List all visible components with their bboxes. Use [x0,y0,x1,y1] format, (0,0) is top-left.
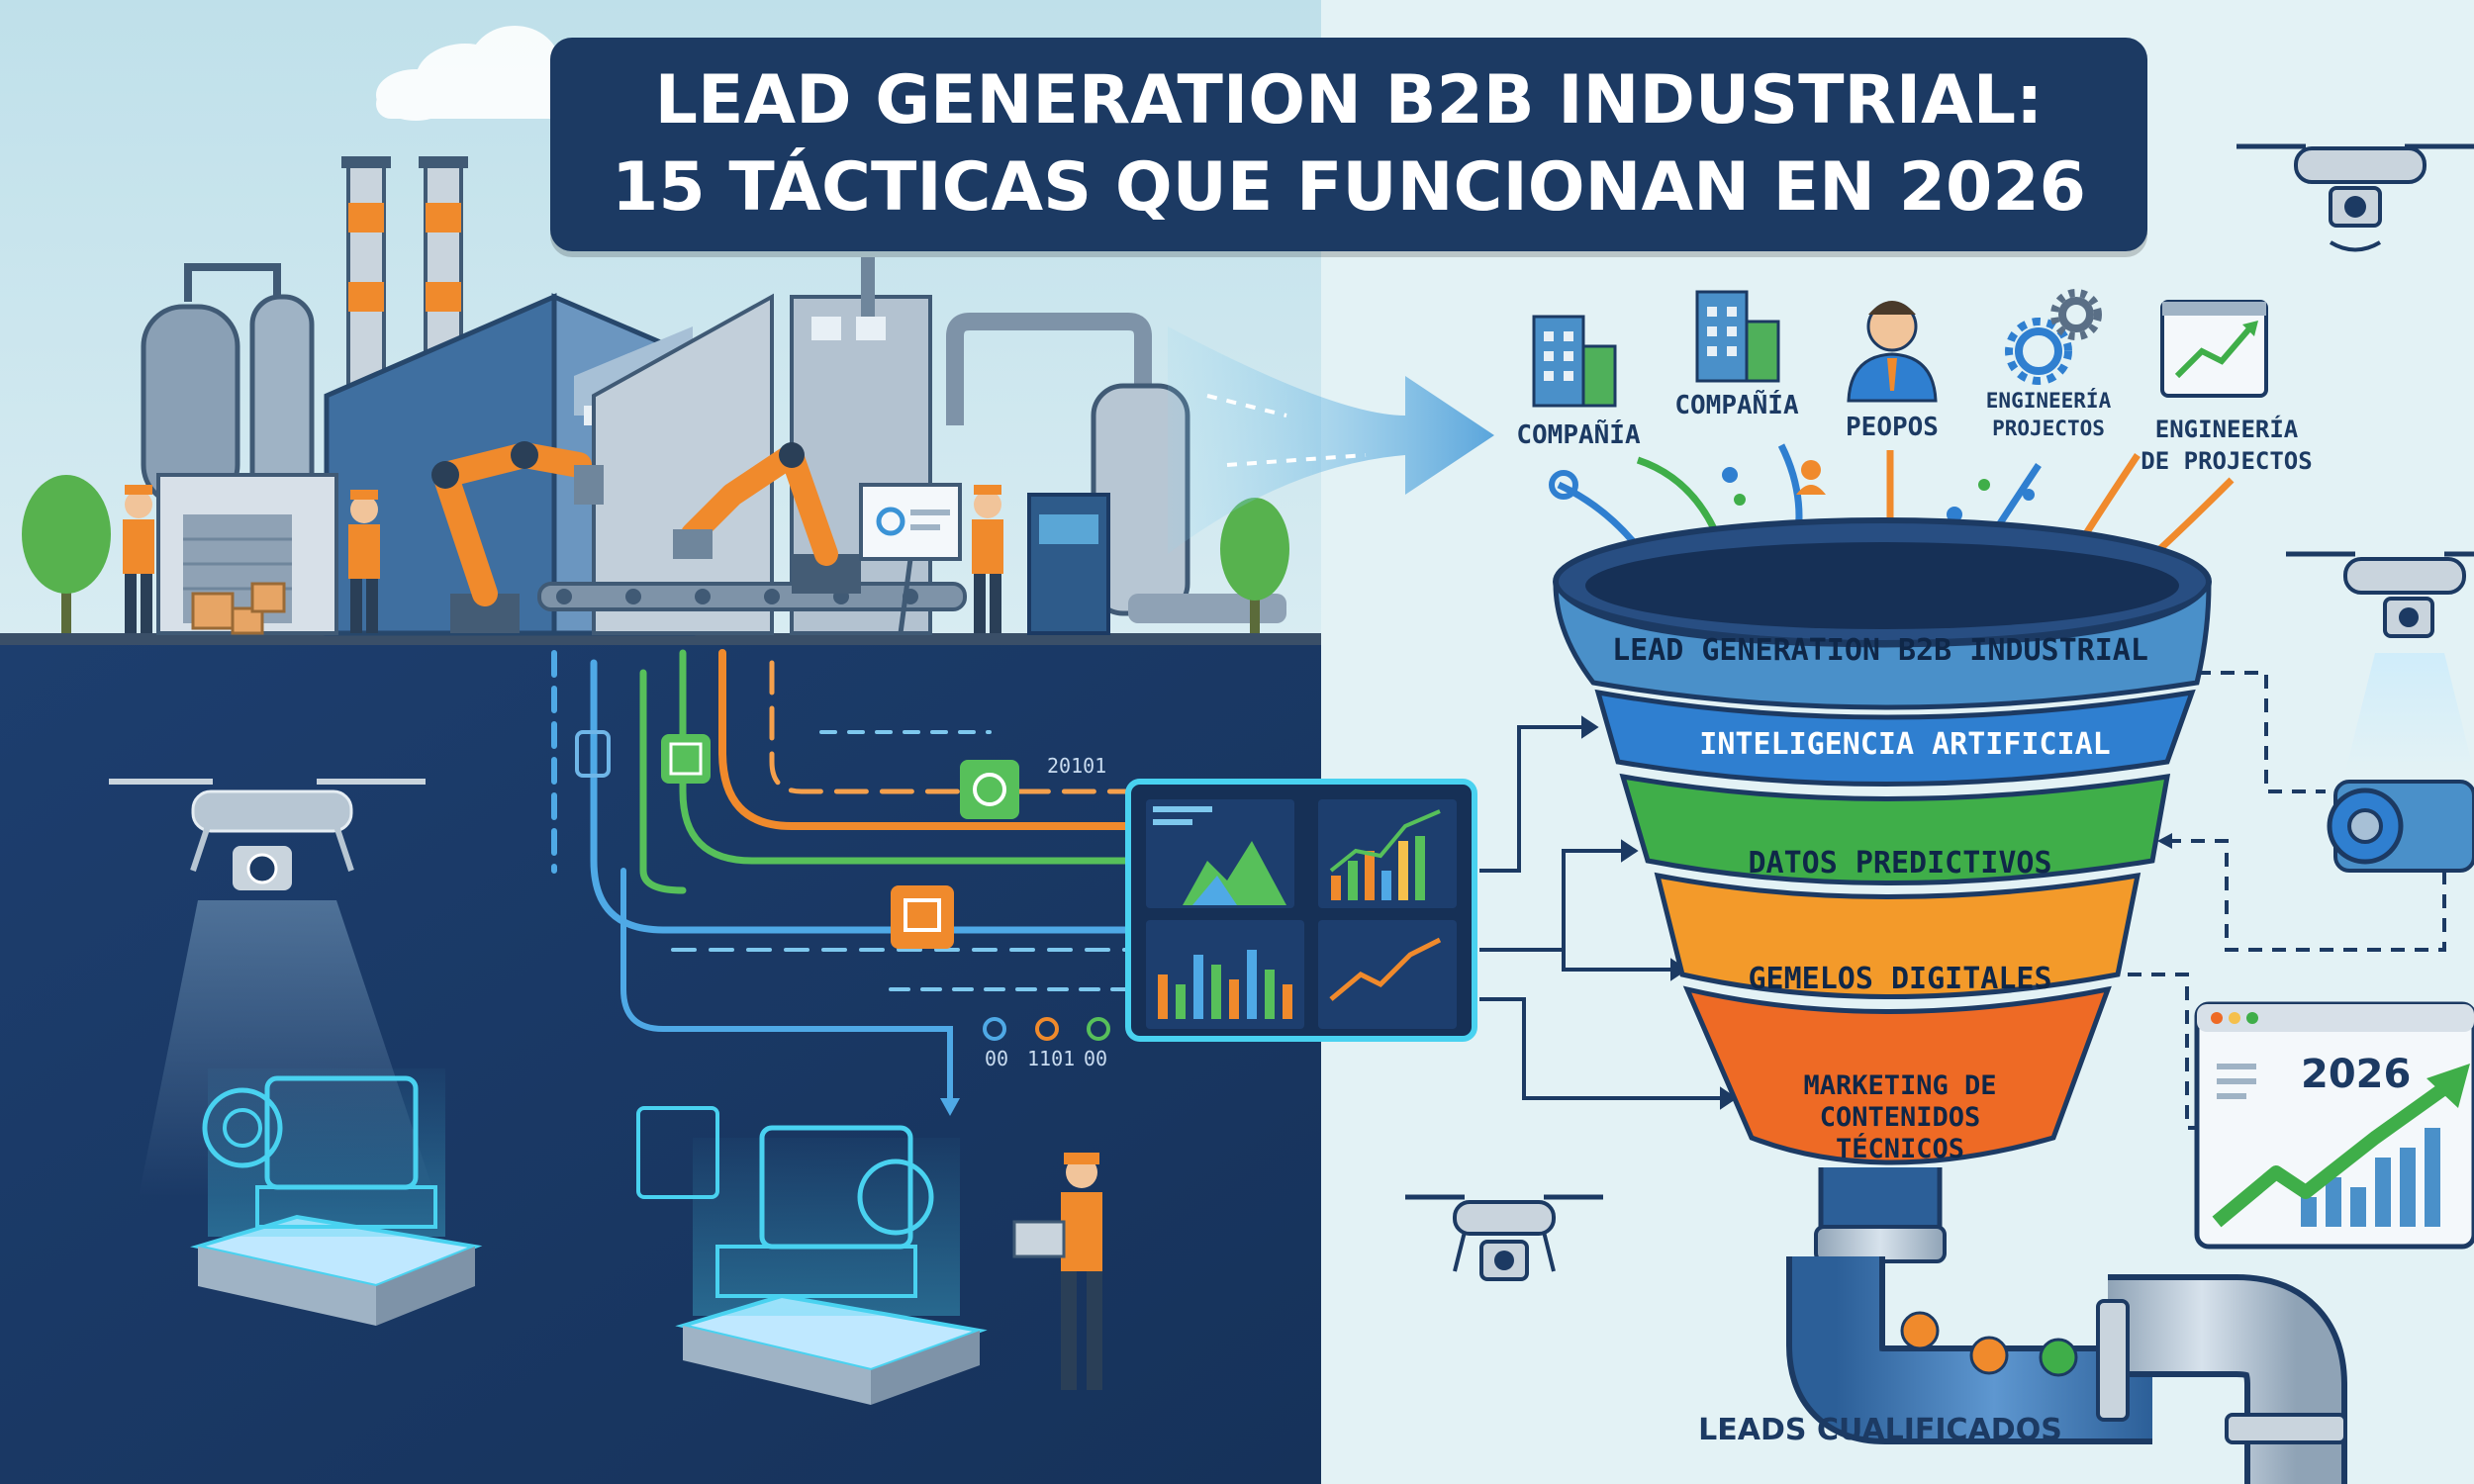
conveyor-belt [537,582,967,611]
robot-arm-right [673,442,861,594]
presentation-board [859,483,962,634]
source-label-people: PEOPOS [1846,413,1939,442]
funnel-top-band-label: LEAD GENERATION B2B INDUSTRIAL [1612,633,2148,668]
browser-year-label: 2026 [2301,1052,2412,1097]
code-label-00-a: 00 [985,1047,1009,1070]
drone-bottom-right [1405,1194,1603,1281]
building-icon [1695,290,1780,383]
person-icon [1847,301,1938,403]
output-pipe [1786,1256,2347,1484]
industrial-pipes [946,313,1152,425]
browser-window-chart [2194,1001,2474,1250]
title-line-2: 15 TÁCTICAS QUE FUNCIONAN EN 2026 [612,148,2086,227]
drone-top-right [2236,143,2474,252]
funnel-stage-predictive-data: DATOS PREDICTIVOS [1748,846,2052,881]
funnel-stage-marketing-3: TÉCNICOS [1835,1134,1965,1164]
worker-1 [123,485,154,633]
code-label-00-b: 00 [1084,1047,1108,1070]
source-label-engineering-1b: PROJECTOS [1992,417,2105,440]
data-flow-arrow [1168,326,1494,554]
tree-right [1220,498,1289,633]
source-label-company-2: COMPAÑÍA [1674,391,1799,420]
source-label-engineering-1a: ENGINEERÍA [1985,389,2112,413]
circuit-node-chip-1 [661,734,711,784]
person-mini-icon [1796,460,1826,495]
hologram-machine-2 [636,1106,988,1405]
gears-icon [2005,289,2102,385]
analytics-dashboard [1125,779,1477,1042]
source-label-engineering-2b: DE PROJECTOS [2141,447,2313,475]
circuit-node-printer [891,885,954,949]
chart-board-icon [2160,300,2268,398]
drone-mid-right [2286,551,2474,772]
tree-left [22,475,111,633]
code-label-1101: 1101 [1027,1047,1076,1070]
source-label-engineering-2a: ENGINEERÍA [2154,416,2299,443]
title-line-1: LEAD GENERATION B2B INDUSTRIAL: [654,61,2044,139]
funnel-stage-ai: INTELIGENCIA ARTIFICIAL [1699,727,2111,762]
storage-tanks [141,263,315,508]
funnel-stage-marketing-1: MARKETING DE [1803,1070,1997,1101]
title-banner: LEAD GENERATION B2B INDUSTRIAL: 15 TÁCTI… [550,38,2147,251]
machine-part-icon [2327,780,2474,873]
worker-3 [972,485,1003,633]
code-label-20101: 20101 [1047,754,1107,778]
circuit-lines [551,649,1132,1111]
building-icon [1532,315,1617,408]
engineer-laptop [1012,1153,1102,1390]
output-label-qualified-leads: LEADS CUALIFICADOS [1698,1413,2062,1447]
hologram-machine-1 [190,1068,483,1326]
cloud-icon [376,26,564,121]
funnel [1553,517,2212,1263]
dashed-connectors [2128,671,2446,1130]
circuit-node-chip-2 [960,760,1019,819]
worker-2 [348,490,380,633]
funnel-stage-marketing-2: CONTENIDOS [1819,1102,1981,1133]
factory-building [156,257,932,636]
source-label-company-1: COMPAÑÍA [1516,420,1641,450]
funnel-stage-digital-twins: GEMELOS DIGITALES [1748,962,2052,996]
robot-arm-left [431,441,604,633]
